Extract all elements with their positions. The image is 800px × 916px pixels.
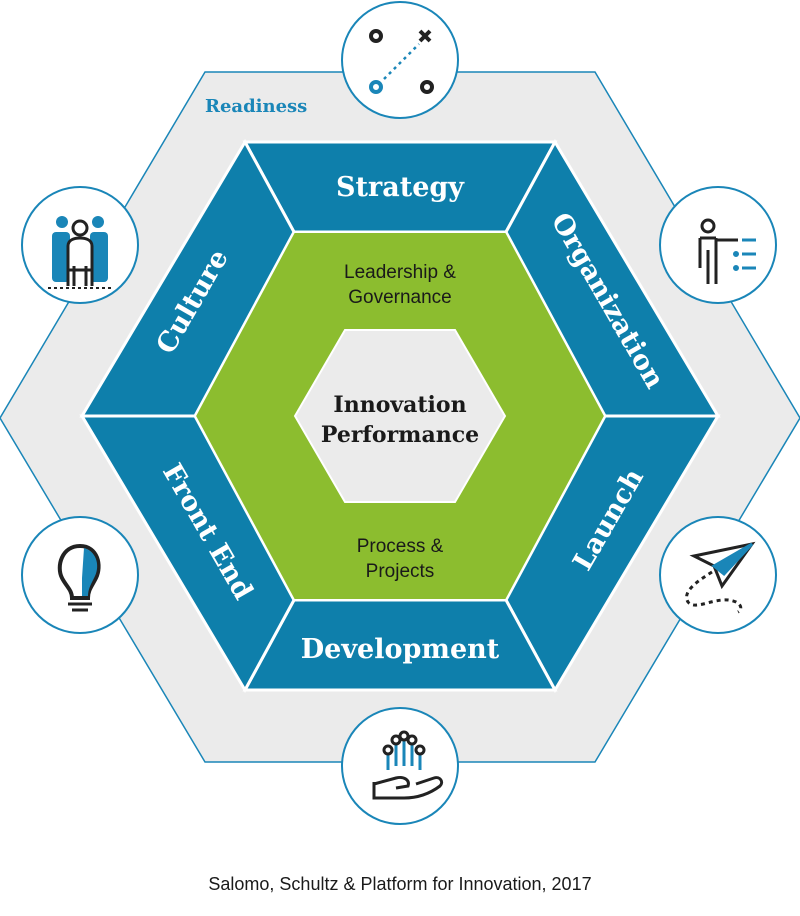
paper-plane-icon xyxy=(685,541,756,614)
projects-label: Projects xyxy=(366,561,435,582)
performance-label: Performance xyxy=(321,422,479,448)
strategy-play-icon xyxy=(369,29,434,94)
leadership-label: Leadership & xyxy=(344,262,456,283)
green-ring xyxy=(193,231,607,601)
source-caption: Salomo, Schultz & Platform for Innovatio… xyxy=(208,874,592,894)
readiness-label: Readiness xyxy=(205,96,307,117)
lightbulb-icon xyxy=(57,543,101,612)
process-label: Process & xyxy=(357,536,444,557)
presentation-icon xyxy=(698,218,756,284)
idea-hand-icon xyxy=(372,730,444,800)
governance-label: Governance xyxy=(348,287,452,308)
development-label: Development xyxy=(301,634,500,665)
innovation-label: Innovation xyxy=(333,392,466,418)
people-group-icon xyxy=(48,216,112,289)
strategy-label: Strategy xyxy=(336,172,465,203)
